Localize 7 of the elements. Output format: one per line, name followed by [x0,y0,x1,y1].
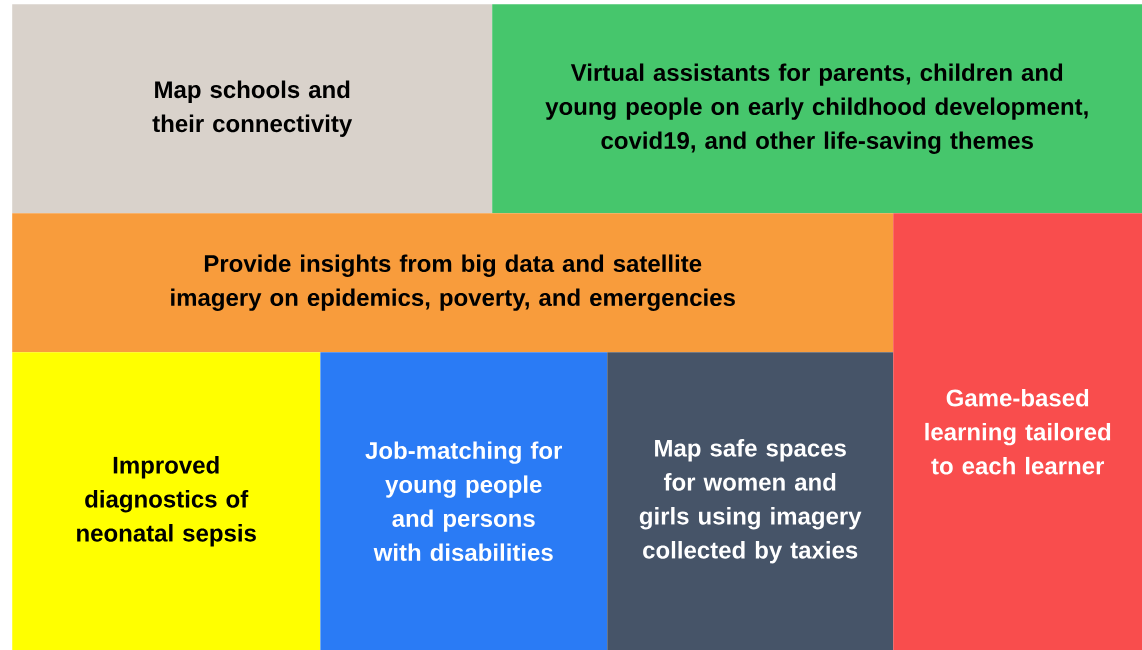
topic-tile: Map safe spaces for women and girls using imagery collected by taxies [607,352,894,650]
topic-tile: Map schools and their connectivity [12,4,493,214]
topic-tile: Provide insights from big data and satellite imagery on epidemics, poverty, and emergencies [12,213,894,353]
topic-tile: Improved diagnostics of neonatal sepsis [12,352,321,650]
topic-tile: Game-based learning tailored to each learner [893,213,1142,650]
topic-tile: Job-matching for young people and persons with disabilities [320,352,608,650]
topic-tile: Virtual assistants for parents, children and young people on early childhood development, covid19, and other life-saving themes [492,4,1142,214]
